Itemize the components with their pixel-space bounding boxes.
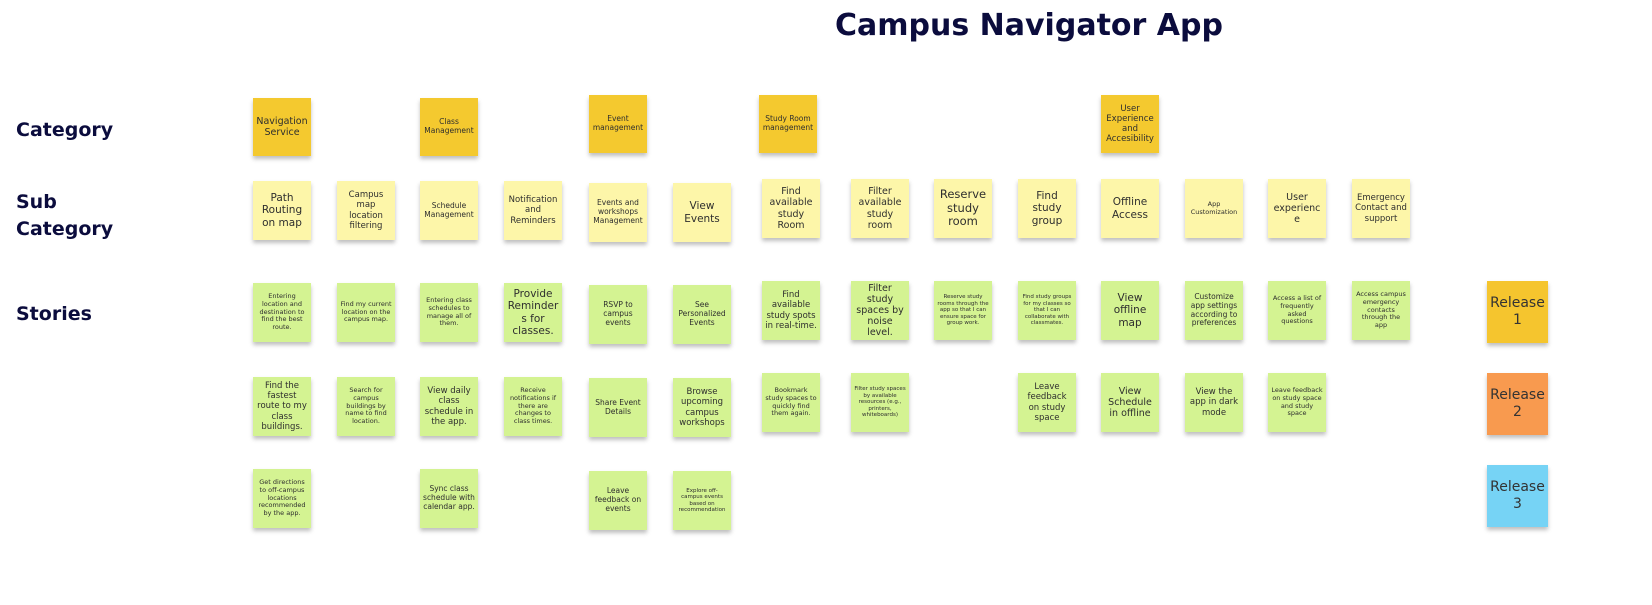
release-3-note[interactable]: Release 3: [1487, 465, 1548, 527]
board-title: Campus Navigator App: [835, 8, 1223, 43]
sub-category-note-notifications[interactable]: Notification and Reminders: [504, 181, 562, 240]
story-note[interactable]: Entering class schedules to manage all o…: [420, 283, 478, 342]
category-note-navigation[interactable]: Navigation Service: [253, 98, 311, 156]
sub-category-note-study-group[interactable]: Find study group: [1018, 179, 1076, 238]
story-note[interactable]: Receive notifications if there are chang…: [504, 377, 562, 436]
sub-category-note-find-room[interactable]: Find available study Room: [762, 179, 820, 238]
story-note[interactable]: Find available study spots in real-time.: [762, 281, 820, 340]
category-note-event[interactable]: Event management: [589, 95, 647, 153]
story-note[interactable]: Access campus emergency contacts through…: [1352, 281, 1410, 340]
sub-category-note-path-routing[interactable]: Path Routing on map: [253, 181, 311, 240]
row-label-stories: Stories: [16, 303, 92, 325]
sub-category-note-view-events[interactable]: View Events: [673, 183, 731, 242]
story-note[interactable]: Customize app settings according to pref…: [1185, 281, 1243, 340]
category-note-study-room[interactable]: Study Room management: [759, 95, 817, 153]
story-note[interactable]: Entering location and destination to fin…: [253, 283, 311, 342]
sub-category-note-offline[interactable]: Offline Access: [1101, 179, 1159, 238]
story-note[interactable]: Sync class schedule with calendar app.: [420, 469, 478, 528]
story-note[interactable]: Leave feedback on study space: [1018, 373, 1076, 432]
sub-category-note-events-workshops[interactable]: Events and workshops Management: [589, 183, 647, 242]
sub-category-note-reserve-room[interactable]: Reserve study room: [934, 179, 992, 238]
story-note[interactable]: Browse upcoming campus workshops: [673, 378, 731, 437]
row-label-category: Category: [16, 119, 114, 141]
story-note[interactable]: Filter study spaces by available resourc…: [851, 373, 909, 432]
sub-category-note-schedule[interactable]: Schedule Management: [420, 181, 478, 240]
story-note[interactable]: Explore off-campus events based on recom…: [673, 471, 731, 530]
story-note[interactable]: Leave feedback on events: [589, 471, 647, 530]
category-note-user-experience[interactable]: User Experience and Accesibility: [1101, 95, 1159, 153]
story-note[interactable]: View offline map: [1101, 281, 1159, 340]
story-note[interactable]: View Schedule in offline: [1101, 373, 1159, 432]
sub-category-note-filter-room[interactable]: Filter available study room: [851, 179, 909, 238]
story-note[interactable]: View daily class schedule in the app.: [420, 377, 478, 436]
story-note[interactable]: Filter study spaces by noise level.: [851, 281, 909, 340]
story-note[interactable]: Get directions to off-campus locations r…: [253, 469, 311, 528]
story-note[interactable]: Reserve study rooms through the app so t…: [934, 281, 992, 340]
sub-category-note-campus-map[interactable]: Campus map location filtering: [337, 181, 395, 240]
story-note[interactable]: View the app in dark mode: [1185, 373, 1243, 432]
story-note[interactable]: Access a list of frequently asked questi…: [1268, 281, 1326, 340]
category-note-class[interactable]: Class Management: [420, 98, 478, 156]
story-note[interactable]: Leave feedback on study space and study …: [1268, 373, 1326, 432]
story-note[interactable]: Find study groups for my classes so that…: [1018, 281, 1076, 340]
story-note[interactable]: Find my current location on the campus m…: [337, 283, 395, 342]
story-note[interactable]: Share Event Details: [589, 378, 647, 437]
sub-category-note-user-experience[interactable]: User experience: [1268, 179, 1326, 238]
row-label-sub-category: Sub Category: [16, 191, 114, 240]
story-note[interactable]: Search for campus buildings by name to f…: [337, 377, 395, 436]
story-note[interactable]: RSVP to campus events: [589, 285, 647, 344]
sub-category-note-customization[interactable]: App Customization: [1185, 179, 1243, 238]
story-note[interactable]: Find the fastest route to my class build…: [253, 377, 311, 436]
release-1-note[interactable]: Release 1: [1487, 281, 1548, 343]
story-note[interactable]: Provide Reminders for classes.: [504, 283, 562, 342]
sub-category-note-emergency[interactable]: Emergency Contact and support: [1352, 179, 1410, 238]
story-note[interactable]: See Personalized Events: [673, 285, 731, 344]
release-2-note[interactable]: Release 2: [1487, 373, 1548, 435]
story-note[interactable]: Bookmark study spaces to quickly find th…: [762, 373, 820, 432]
